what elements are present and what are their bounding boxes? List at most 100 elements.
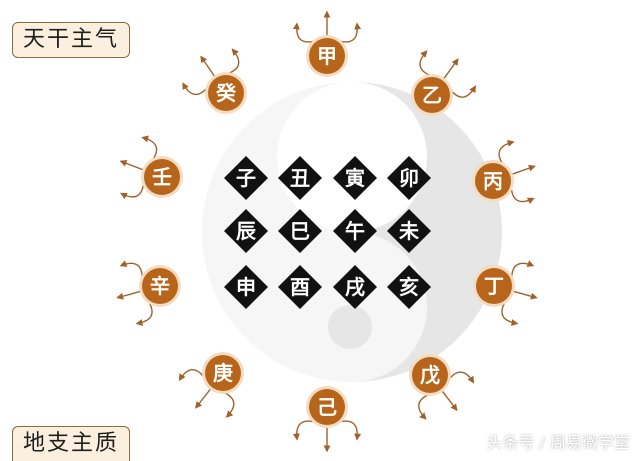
stem-label: 乙 bbox=[422, 83, 442, 107]
branch-diamond bbox=[333, 209, 377, 253]
branch-diamond bbox=[387, 265, 431, 309]
branch-label: 申 bbox=[236, 275, 256, 299]
arrow-icon bbox=[510, 188, 535, 205]
arrow-icon bbox=[441, 390, 458, 412]
arrow-icon bbox=[224, 392, 235, 418]
stem-node: 己 bbox=[306, 386, 348, 428]
branch-node: 巳 bbox=[278, 209, 322, 253]
stem-node: 戊 bbox=[409, 354, 451, 396]
branch-label: 卯 bbox=[399, 166, 419, 190]
stem-circle bbox=[208, 75, 244, 111]
stem-circle bbox=[475, 163, 511, 199]
branch-label: 丑 bbox=[290, 166, 310, 190]
branch-label: 戌 bbox=[345, 275, 365, 299]
arrow-icon bbox=[141, 135, 158, 160]
arrow-icon bbox=[228, 48, 240, 74]
stem-node: 辛 bbox=[139, 265, 181, 307]
stem-circle bbox=[309, 38, 345, 74]
branch-label: 巳 bbox=[290, 219, 310, 243]
stem-label: 庚 bbox=[213, 361, 233, 385]
branch-diamond bbox=[278, 209, 322, 253]
branch-label: 未 bbox=[399, 219, 419, 243]
branch-label: 子 bbox=[236, 166, 256, 190]
arrow-icon bbox=[443, 58, 459, 80]
branch-node: 未 bbox=[387, 209, 431, 253]
stem-node: 甲 bbox=[306, 35, 348, 77]
branch-node: 丑 bbox=[278, 156, 322, 200]
arrow-icon-group bbox=[116, 10, 538, 453]
branch-node: 酉 bbox=[278, 265, 322, 309]
arrow-icon bbox=[513, 290, 538, 300]
branch-node: 寅 bbox=[333, 156, 377, 200]
arrow-icon bbox=[449, 371, 475, 384]
stem-circle bbox=[144, 159, 180, 195]
branch-node: 卯 bbox=[387, 156, 431, 200]
branch-diamond bbox=[333, 156, 377, 200]
arrow-icon bbox=[340, 22, 362, 43]
stem-label: 丁 bbox=[484, 274, 504, 298]
arrow-icon bbox=[498, 139, 515, 164]
stem-label: 辛 bbox=[150, 274, 170, 298]
label-earth-substance: 地支主质 bbox=[12, 426, 131, 461]
branch-node: 申 bbox=[224, 265, 268, 309]
stem-label: 己 bbox=[317, 395, 337, 419]
arrow-icon bbox=[340, 420, 362, 441]
stem-circle bbox=[142, 268, 178, 304]
taiji-dark-dot bbox=[328, 305, 372, 349]
arrow-icon bbox=[195, 388, 212, 409]
branch-node: 辰 bbox=[224, 209, 268, 253]
branch-label: 酉 bbox=[290, 275, 310, 299]
stem-circle bbox=[476, 268, 512, 304]
arrow-icon bbox=[182, 82, 207, 96]
branch-label: 寅 bbox=[345, 166, 365, 190]
branch-diamond bbox=[333, 265, 377, 309]
arrow-icon bbox=[135, 302, 153, 327]
stem-circle bbox=[309, 389, 345, 425]
stem-node: 乙 bbox=[411, 74, 453, 116]
stem-label: 壬 bbox=[152, 165, 172, 189]
label-heaven-qi: 天干主气 bbox=[12, 22, 131, 58]
stem-node: 丙 bbox=[472, 160, 514, 202]
branch-diamond bbox=[387, 156, 431, 200]
stem-label: 戊 bbox=[420, 363, 440, 387]
stem-circle bbox=[414, 77, 450, 113]
arrow-icon bbox=[451, 85, 476, 98]
earthly-branches-grid: 子 丑 寅 卯辰 巳 午 未申 酉 戌 亥 bbox=[224, 156, 431, 309]
branch-label: 辰 bbox=[236, 219, 257, 243]
stem-node: 庚 bbox=[202, 352, 244, 394]
taiji-light-dot bbox=[328, 115, 372, 159]
stem-label: 癸 bbox=[215, 81, 237, 105]
arrow-icon bbox=[119, 260, 143, 277]
stem-node: 壬 bbox=[141, 156, 183, 198]
branch-diamond bbox=[224, 156, 268, 200]
branch-node: 子 bbox=[224, 156, 268, 200]
stem-label: 甲 bbox=[317, 44, 337, 68]
branch-diamond bbox=[224, 265, 268, 309]
arrow-icon bbox=[292, 420, 314, 441]
arrow-icon bbox=[119, 160, 144, 171]
arrow-icon bbox=[501, 302, 519, 327]
stem-circle bbox=[205, 355, 241, 391]
stem-node: 癸 bbox=[205, 72, 247, 114]
branch-node: 午 bbox=[333, 209, 377, 253]
stem-node: 丁 bbox=[473, 265, 515, 307]
arrow-icon bbox=[200, 55, 216, 77]
branch-diamond bbox=[224, 209, 268, 253]
arrow-icon bbox=[116, 290, 141, 300]
branch-label: 亥 bbox=[399, 275, 419, 299]
stem-circle bbox=[412, 357, 448, 393]
arrow-icon bbox=[292, 22, 314, 43]
branch-diamond bbox=[278, 156, 322, 200]
branch-node: 亥 bbox=[387, 265, 431, 309]
arrow-icon bbox=[178, 369, 204, 382]
arrow-icon bbox=[511, 164, 536, 175]
branch-node: 戌 bbox=[333, 265, 377, 309]
stem-label: 丙 bbox=[483, 169, 503, 193]
branch-label: 午 bbox=[345, 219, 365, 243]
arrow-icon bbox=[418, 394, 429, 420]
arrow-icon bbox=[511, 260, 535, 277]
watermark: 头条号 / 周易微学堂 bbox=[486, 433, 630, 452]
branch-diamond bbox=[387, 209, 431, 253]
